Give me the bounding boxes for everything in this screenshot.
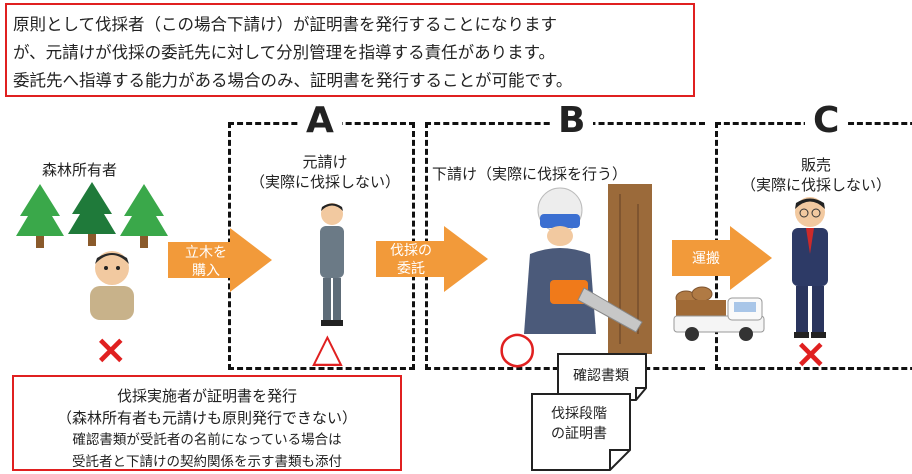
commission-arrow-line-2: 委託 (397, 261, 425, 277)
prime-triangle-mark: △ (312, 325, 343, 371)
transport-arrow (672, 226, 772, 290)
commission-arrow (376, 226, 488, 292)
certificate-document-shape (531, 393, 631, 471)
sub-label: 下請け（実際に伐採を行う） (432, 165, 628, 183)
commission-arrow-label: 伐採の 委託 (380, 242, 442, 278)
truck-illustration (673, 286, 765, 341)
bottom-note-line-4: 受託者と下請けの契約関係を示す書類も添付 (72, 454, 342, 470)
forest-owner-figure (90, 251, 134, 320)
transport-arrow-label: 運搬 (692, 251, 720, 267)
prime-label-line-2: （実際に伐採しない） (249, 173, 400, 191)
tree-icon (68, 182, 116, 246)
logger-illustration (524, 184, 652, 354)
tree-icon (120, 184, 168, 248)
prime-label: 元請け （実際に伐採しない） (240, 152, 410, 192)
trees-illustration (16, 182, 168, 248)
prime-contractor-figure (320, 203, 344, 326)
section-b-letter: B (550, 100, 594, 141)
buy-arrow-line-2: 購入 (192, 263, 220, 279)
bottom-note-line-2: （森林所有者も元請けも原則発行できない） (56, 409, 357, 427)
section-c-letter: C (805, 100, 848, 141)
sub-circle-mark: ○ (498, 322, 537, 373)
certificate-document-label: 伐採段階 の証明書 (534, 404, 624, 444)
owner-cross-mark: × (94, 327, 128, 373)
certificate-line-2: の証明書 (551, 426, 607, 442)
certificate-line-1: 伐採段階 (551, 406, 607, 422)
top-note-line-2: が、元請けが伐採の委託先に対して分別管理を指導する責任があります。 (13, 43, 556, 62)
bottom-note-box: 伐採実施者が証明書を発行 （森林所有者も元請けも原則発行できない） 確認書類が受… (12, 375, 402, 471)
top-note-box: 原則として伐採者（この場合下請け）が証明書を発行することになります が、元請けが… (5, 3, 695, 97)
seller-figure (792, 197, 828, 338)
owner-label: 森林所有者 (42, 161, 118, 179)
bottom-note-line-1: 伐採実施者が証明書を発行 (116, 387, 297, 405)
sale-label-line-1: 販売 (800, 156, 831, 174)
section-a-letter: A (298, 100, 342, 141)
prime-label-line-1: 元請け (302, 153, 348, 171)
commission-arrow-line-1: 伐採の (390, 243, 432, 259)
tree-icon (16, 184, 64, 248)
sale-cross-mark: × (794, 331, 828, 377)
buy-arrow-line-1: 立木を (185, 245, 227, 261)
bottom-note-line-3: 確認書類が受託者の名前になっている場合は (72, 432, 342, 448)
confirm-document-shape (557, 353, 647, 401)
sale-label-line-2: （実際に伐採しない） (740, 176, 891, 194)
top-note-line-3: 委託先へ指導する能力がある場合のみ、証明書を発行することが可能です。 (13, 71, 573, 90)
sale-label: 販売 （実際に伐採しない） (722, 155, 910, 195)
buy-arrow (168, 228, 272, 292)
buy-arrow-label: 立木を 購入 (176, 244, 236, 280)
confirm-document-label: 確認書類 (573, 368, 629, 384)
top-note-line-1: 原則として伐採者（この場合下請け）が証明書を発行することになります (13, 15, 558, 34)
